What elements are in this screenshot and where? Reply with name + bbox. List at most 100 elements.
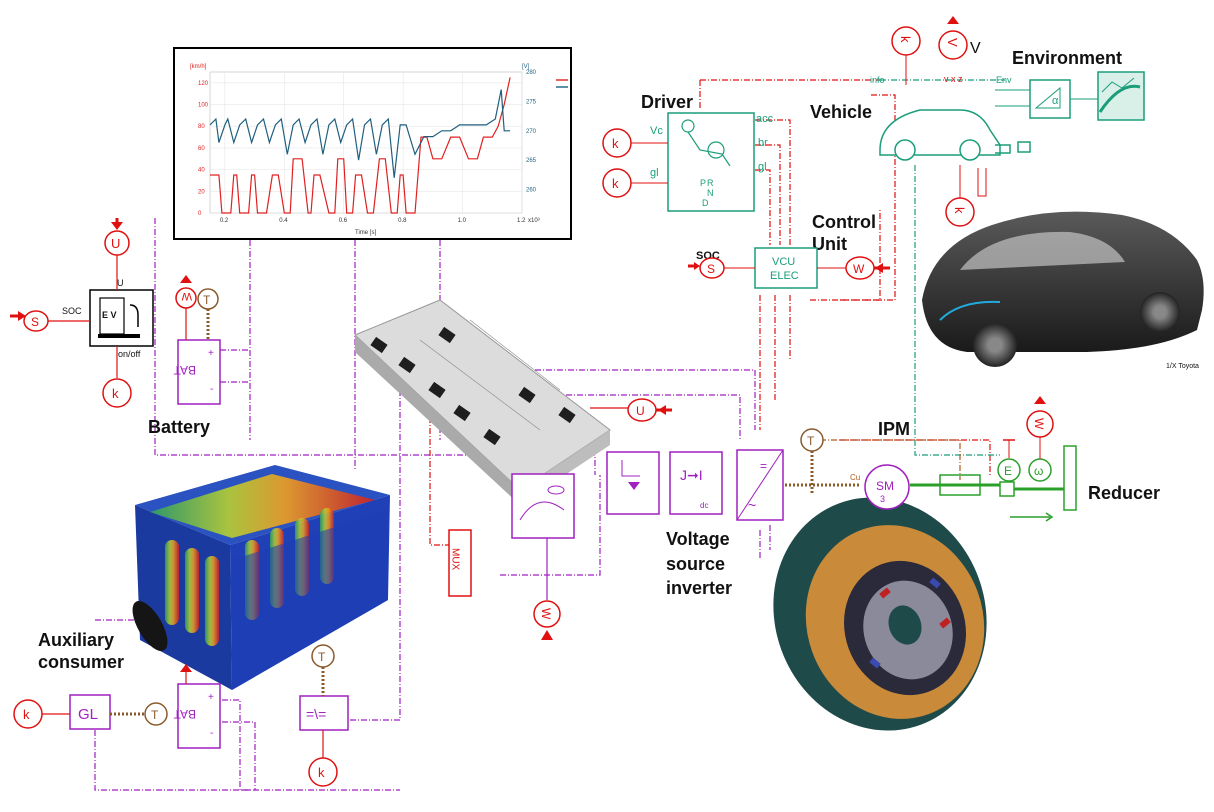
env-road-block[interactable] xyxy=(1097,71,1145,121)
battery-w-symbol: W xyxy=(181,290,192,302)
k-source-dcdc[interactable]: k xyxy=(308,730,338,787)
drv-n: N xyxy=(707,188,714,198)
battery-t-sensor[interactable]: T xyxy=(197,288,219,340)
motor-illustration xyxy=(773,497,987,731)
series-line-left xyxy=(210,77,511,214)
w-symbol-inverter: W xyxy=(539,608,553,620)
reducer-block[interactable] xyxy=(910,445,1077,522)
pwm-logic-block[interactable] xyxy=(606,451,660,515)
battery-block-text: BAT xyxy=(173,363,196,377)
x-tick-label: 0.4 xyxy=(279,218,288,224)
sm-phase-text: 3 xyxy=(880,494,885,504)
u-symbol-inverter: U xyxy=(636,404,645,418)
y-left-tick-label: 120 xyxy=(198,81,209,87)
w-symbol-vcu: W xyxy=(853,262,865,276)
inverter-dc-symbol: = xyxy=(760,459,767,473)
x-tick-label: 1.0 xyxy=(458,218,467,224)
x-tick-label: 0.8 xyxy=(398,218,407,224)
soc-source-vcu[interactable]: SOC S xyxy=(688,250,755,279)
aux-t-sensor[interactable]: T xyxy=(110,702,168,726)
aux-battery-block[interactable]: BAT + - xyxy=(173,664,221,749)
omega-sensor[interactable]: ω xyxy=(1028,458,1052,482)
dcdc-t-sensor[interactable]: T xyxy=(311,644,335,696)
k-source-vehicle-bottom[interactable]: k xyxy=(945,165,987,227)
info-text: info xyxy=(870,75,885,85)
inverter-ac-symbol: ~ xyxy=(748,497,756,513)
drv-d: D xyxy=(702,198,709,208)
inverter-t-sensor[interactable]: T xyxy=(785,428,860,495)
drv-br: br xyxy=(758,137,768,149)
ipm-label: IPM xyxy=(878,419,910,439)
battery-plus: + xyxy=(208,348,214,359)
k-symbol-charger: k xyxy=(112,386,119,401)
thermal-loss-block[interactable] xyxy=(511,473,575,539)
y-left-tick-label: 80 xyxy=(198,124,205,130)
vsi-label-1: Voltage xyxy=(666,529,730,549)
y-left-tick-label: 60 xyxy=(198,146,205,152)
w-symbol-reducer: W xyxy=(1032,418,1046,430)
v-source-vehicle[interactable]: V V v x z xyxy=(938,16,981,84)
drv-r: R xyxy=(707,178,714,188)
k-source-vc[interactable]: k xyxy=(602,128,668,158)
k-source-aux[interactable]: k xyxy=(13,699,70,729)
env-text: Env xyxy=(996,75,1012,85)
inverter-block[interactable]: = ~ xyxy=(736,449,784,521)
dc-dc-converter-block[interactable]: =\= xyxy=(299,695,349,731)
e-sensor[interactable]: E xyxy=(997,439,1021,482)
aux-battery-minus: - xyxy=(210,728,213,739)
vxz-label: v x z xyxy=(944,74,963,84)
w-source-inverter[interactable]: W xyxy=(533,538,561,640)
k-symbol-vc: k xyxy=(612,136,619,151)
auxiliary-label-2: consumer xyxy=(38,652,124,672)
chart-grid xyxy=(210,72,523,214)
battery-minus: - xyxy=(210,384,213,395)
vsi-label-3: inverter xyxy=(666,578,732,598)
vcu-block[interactable]: VCU ELEC xyxy=(754,247,818,289)
k-source-charger[interactable]: k xyxy=(102,346,132,408)
battery-pack-illustration xyxy=(132,465,390,690)
sm-motor-block[interactable]: SM 3 Cu xyxy=(850,464,910,510)
y-left-tick-label: 100 xyxy=(198,103,209,109)
y-left-tick-label: 20 xyxy=(198,189,205,195)
x-tick-label: 0.6 xyxy=(339,218,348,224)
vcu-text: VCU xyxy=(772,256,795,268)
k-source-gl[interactable]: k xyxy=(602,168,668,198)
k-symbol-vehicle-top: k xyxy=(898,36,913,43)
y-right-tick-label: 280 xyxy=(526,70,537,76)
photo-caption: 1/X Toyota xyxy=(1166,363,1199,370)
sm-text: SM xyxy=(876,479,894,493)
battery-block[interactable]: BAT + - xyxy=(173,339,221,405)
w-source-reducer[interactable]: W xyxy=(1026,396,1054,459)
u-source-inverter[interactable]: U xyxy=(590,398,672,422)
reducer-label: Reducer xyxy=(1088,483,1160,503)
vehicle-block[interactable]: info xyxy=(870,75,1031,161)
k-symbol-gl: k xyxy=(612,176,619,191)
soc-symbol-left: S xyxy=(31,315,39,329)
env-links xyxy=(995,89,1098,107)
gl-load-block[interactable]: GL xyxy=(69,694,111,730)
toyota-concept-car-photo: 1/X Toyota xyxy=(922,211,1204,370)
mux-text: MUX xyxy=(450,548,461,571)
x-axis-title: Time [s] xyxy=(355,230,376,236)
aux-battery-plus: + xyxy=(208,692,214,703)
soc-source-left[interactable]: S xyxy=(10,310,90,332)
vsi-label-2: source xyxy=(666,554,725,574)
control-label-2: Unit xyxy=(812,234,847,254)
driver-block[interactable]: P R N D Vc gl acc br gl xyxy=(650,112,774,212)
env-alpha-block[interactable]: α xyxy=(1029,79,1071,119)
cu-text: Cu xyxy=(850,473,860,482)
k-source-vehicle-top[interactable]: k xyxy=(891,26,921,85)
ev-charger-block[interactable]: E V U SOC on/off xyxy=(62,278,154,359)
igbt-module-illustration xyxy=(354,299,611,505)
charger-u-source[interactable]: U xyxy=(104,218,130,290)
drv-gl: gl xyxy=(650,167,659,179)
w-source-vcu[interactable]: W xyxy=(817,256,890,280)
mux-block[interactable]: MUX xyxy=(448,529,472,597)
switch-control-block[interactable]: J➞I dc xyxy=(669,451,723,515)
dcdc-label: dc xyxy=(700,501,708,510)
battery-w-source[interactable]: W xyxy=(175,275,197,340)
x-tick-label: 0.2 xyxy=(220,218,229,224)
charger-u-symbol: U xyxy=(111,236,120,251)
